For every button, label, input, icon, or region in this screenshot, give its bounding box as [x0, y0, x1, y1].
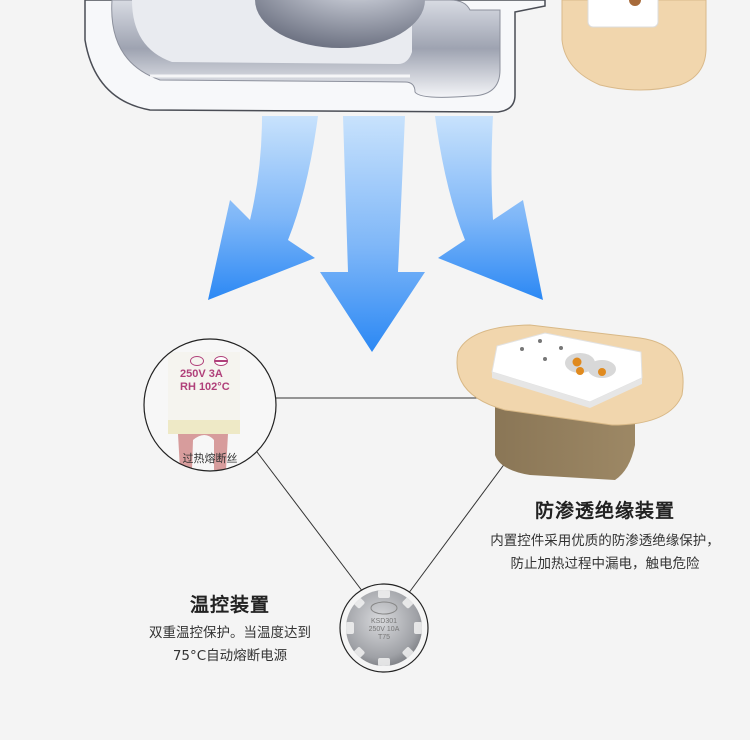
cqc-cert-icon	[214, 356, 228, 366]
insulation-desc-line1: 内置控件采用优质的防渗透绝缘保护，	[490, 533, 720, 549]
thermostat-model: KSD301	[370, 618, 398, 625]
insulation-title: 防渗透绝缘装置	[534, 500, 675, 522]
thermostat-callout	[339, 583, 429, 673]
top-insulator-part	[561, 0, 707, 91]
insulation-desc-line2: 防止加热过程中漏电，触电危险	[510, 556, 700, 572]
thermostat-temp: T75	[377, 634, 391, 641]
fuse-temp-rating: RH 102°C	[180, 381, 230, 393]
thermal-fuse-callout	[143, 338, 277, 472]
thermostat-markings: KSD301 250V 10A T75	[362, 618, 406, 642]
fuse-caption: 过热熔断丝	[182, 452, 238, 465]
thermostat-rating: 250V 10A	[368, 626, 400, 633]
fuse-rating: 250V 3A	[180, 368, 223, 380]
insulation-device	[456, 324, 684, 480]
ccc-cert-icon	[190, 356, 204, 366]
temp-control-desc-line1: 双重温控保护。当温度达到	[149, 625, 311, 641]
heating-plate	[84, 0, 546, 113]
right-arrow	[435, 116, 543, 300]
temp-control-title: 温控装置	[189, 594, 270, 616]
temp-control-description: 双重温控保护。当温度达到 75°C自动熔断电源	[110, 622, 350, 668]
center-arrow	[320, 116, 425, 352]
heat-flow-arrows	[208, 116, 543, 352]
insulation-description: 内置控件采用优质的防渗透绝缘保护， 防止加热过程中漏电，触电危险	[455, 530, 750, 576]
connector-lines	[256, 397, 521, 597]
temp-control-desc-line2: 75°C自动熔断电源	[172, 648, 288, 664]
fuse-body-markings: 250V 3A RH 102°C	[180, 356, 238, 394]
left-arrow	[208, 116, 318, 300]
